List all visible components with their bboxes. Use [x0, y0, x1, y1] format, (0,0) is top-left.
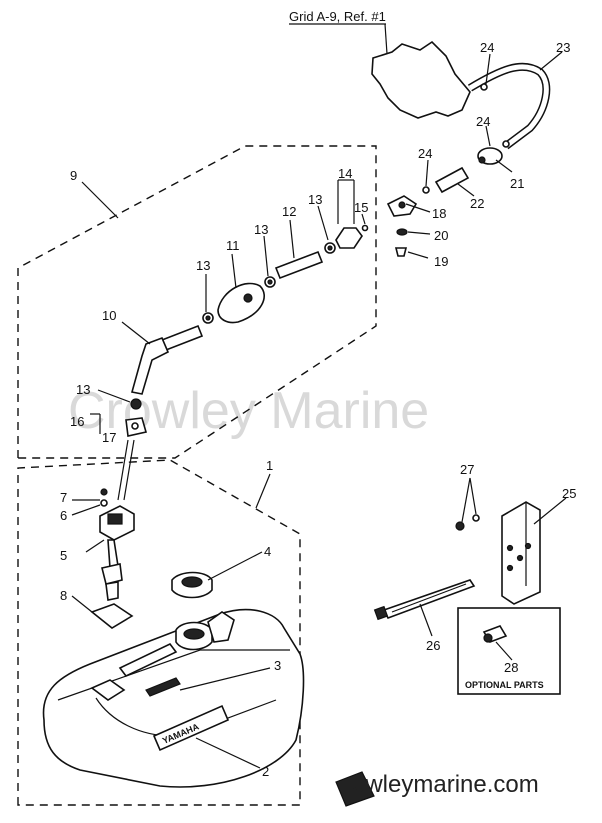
callout-14: 14 — [338, 166, 352, 181]
callout-25: 25 — [562, 486, 576, 501]
hose-10-elbow — [130, 336, 170, 395]
tank-label — [152, 704, 230, 752]
fitting-14 — [335, 227, 363, 249]
callout-12: 12 — [282, 204, 296, 219]
callout-24-a: 24 — [480, 40, 494, 55]
callout-2: 2 — [262, 764, 269, 779]
group-box-9 — [17, 145, 377, 459]
callout-17: 17 — [102, 430, 116, 445]
callout-9: 9 — [70, 168, 77, 183]
callout-7: 7 — [60, 490, 67, 505]
callout-13-a: 13 — [196, 258, 210, 273]
callout-24-b: 24 — [476, 114, 490, 129]
callout-11: 11 — [226, 238, 240, 253]
reference-label: Grid A-9, Ref. #1 — [289, 9, 386, 24]
callout-20: 20 — [434, 228, 448, 243]
callout-24-c: 24 — [418, 146, 432, 161]
bracket-25 — [501, 501, 541, 605]
callout-27: 27 — [460, 462, 474, 477]
watermark-center: Crowley Marine — [68, 382, 429, 440]
hose-10-upper — [160, 324, 204, 352]
gasket-8 — [90, 603, 134, 629]
callout-18: 18 — [432, 206, 446, 221]
callout-13-b: 13 — [254, 222, 268, 237]
watermark-footer: owleymarine.com — [352, 771, 539, 798]
hose-22 — [434, 166, 470, 194]
callout-21: 21 — [510, 176, 524, 191]
callout-19: 19 — [434, 254, 448, 269]
fuel-tank-2 — [42, 608, 305, 788]
primer-bulb-11 — [217, 282, 265, 324]
callout-5: 5 — [60, 548, 67, 563]
callout-10: 10 — [102, 308, 116, 323]
callout-13-c: 13 — [308, 192, 322, 207]
callout-13-d: 13 — [76, 382, 90, 397]
callout-22: 22 — [470, 196, 484, 211]
callout-28: 28 — [504, 660, 518, 675]
callout-3: 3 — [274, 658, 281, 673]
callout-1: 1 — [266, 458, 273, 473]
callout-6: 6 — [60, 508, 67, 523]
callout-8: 8 — [60, 588, 67, 603]
optional-parts-box — [457, 607, 561, 695]
callout-26: 26 — [426, 638, 440, 653]
callout-15: 15 — [354, 200, 368, 215]
engine-outline — [371, 40, 471, 119]
hose-12 — [274, 250, 324, 280]
group-box-1 — [17, 459, 301, 806]
callout-4: 4 — [264, 544, 271, 559]
optional-parts-label: OPTIONAL PARTS — [465, 680, 544, 690]
bolt-19 — [394, 247, 408, 257]
part-20 — [396, 228, 408, 236]
callout-23: 23 — [556, 40, 570, 55]
callout-16: 16 — [70, 414, 84, 429]
